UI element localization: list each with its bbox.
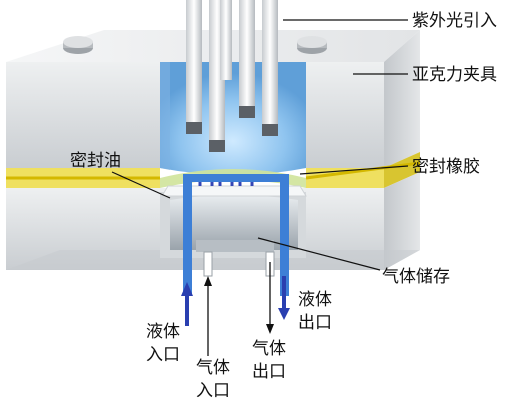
label-liquid-inlet-line1: 液体 (146, 322, 180, 342)
label-gas-outlet-line1: 气体 (252, 339, 286, 359)
sealing-rubber-band (6, 152, 421, 188)
label-liquid-inlet-line2: 入口 (146, 345, 180, 365)
label-sealing-oil: 密封油 (70, 151, 121, 171)
label-liquid-outlet-line1: 液体 (298, 290, 332, 310)
label-sealing-rubber: 密封橡胶 (412, 157, 480, 177)
liquid-channels (183, 174, 289, 296)
uv-fibers (186, 0, 278, 152)
label-gas-inlet-line1: 气体 (196, 358, 230, 378)
leader-lines (111, 19, 409, 271)
flow-arrows (181, 262, 290, 356)
label-acrylic-clamp: 亚克力夹具 (412, 65, 497, 85)
label-liquid-outlet-line2: 出口 (298, 313, 332, 333)
label-uv-lead-in: 紫外光引入 (412, 11, 497, 31)
label-gas-inlet-line2: 入口 (196, 381, 230, 401)
label-gas-storage: 气体储存 (382, 267, 450, 287)
label-gas-outlet-line2: 出口 (252, 362, 286, 382)
reaction-cavity (160, 62, 306, 175)
